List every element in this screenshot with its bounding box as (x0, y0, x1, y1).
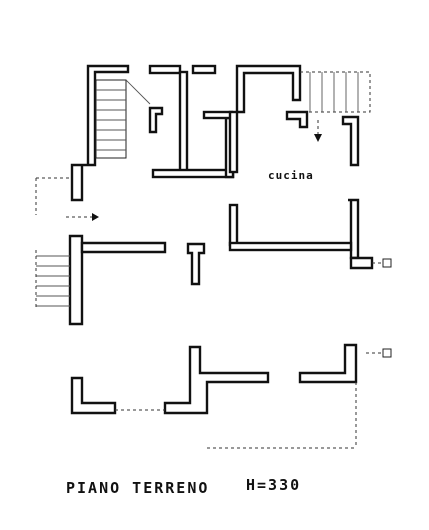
vent-markers (366, 258, 392, 358)
wall-kitchen-left (228, 110, 239, 174)
plan-title: PIANO TERRENO (66, 479, 209, 497)
height-label: H=330 (246, 476, 301, 494)
wall-kitchen-bottom (228, 241, 353, 252)
wall-kitchen-top (235, 64, 302, 114)
entrance-arrow (66, 213, 99, 221)
staircase-outline (95, 79, 127, 159)
lower-walls (70, 343, 358, 449)
wall-lower-left (70, 376, 117, 415)
wall-center-vertical (178, 70, 189, 174)
staircase (95, 79, 151, 159)
kitchen-arrow (314, 120, 322, 142)
wall-top-left (70, 64, 130, 202)
wall-lower-center (163, 345, 270, 415)
wall-right-stub (349, 256, 374, 270)
terrace-top (300, 71, 371, 113)
wall-lower-right (298, 343, 358, 384)
wall-left-door (68, 234, 84, 326)
wall-corridor-bottom (80, 241, 167, 254)
wall-top-2 (191, 64, 217, 75)
wall-pillar (186, 242, 206, 286)
wall-right-upper (341, 115, 360, 167)
wall-bath-bottom (151, 168, 235, 179)
wall-kitchen-door (285, 110, 309, 129)
wall-kitchen-left-lower (228, 203, 239, 247)
interior-walls (80, 70, 353, 286)
room-label-kitchen: cucina (268, 169, 314, 182)
wall-bath-top (202, 110, 234, 120)
wall-top-1 (148, 64, 182, 75)
exterior-walls (68, 64, 374, 326)
terrace-outline (300, 71, 371, 113)
wall-closet (148, 106, 164, 134)
exterior-steps-left (35, 177, 72, 310)
